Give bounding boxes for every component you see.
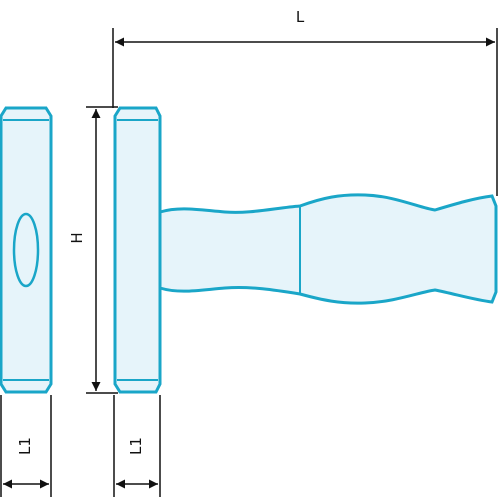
- dimension-height: H: [68, 106, 118, 394]
- dimension-length: L: [112, 8, 498, 196]
- hammer-head-front: [113, 106, 162, 394]
- head-width-front-label: L1: [127, 437, 145, 455]
- hammer-handle: [158, 193, 498, 305]
- head-width-side-label: L1: [16, 437, 34, 455]
- dimension-head-width-side: L1: [0, 395, 52, 497]
- length-label: L: [296, 8, 305, 26]
- height-label: H: [68, 232, 86, 243]
- dimension-head-width-front: L1: [113, 395, 161, 497]
- hammer-head-side-view: [0, 106, 53, 394]
- hammer-front-view: [113, 106, 498, 394]
- handle-eye-opening: [12, 212, 40, 288]
